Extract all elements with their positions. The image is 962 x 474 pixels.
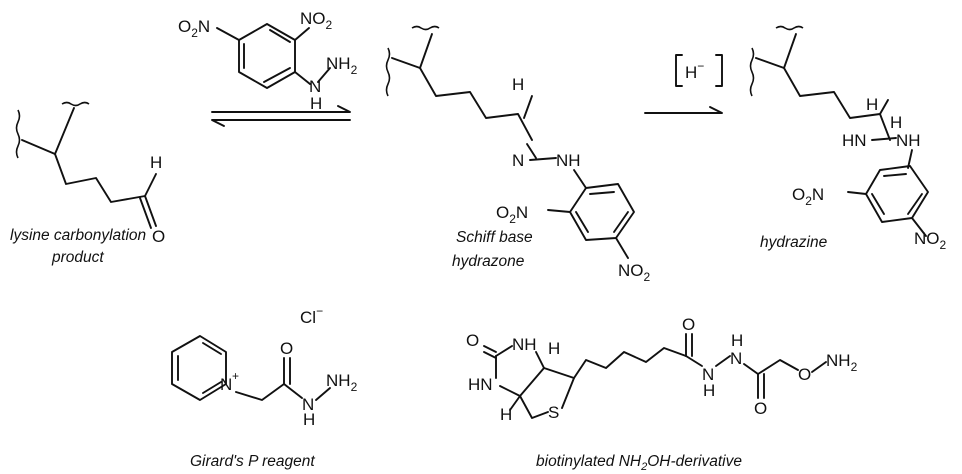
biotin-nh-2: N <box>730 349 742 368</box>
wavy-bond-top <box>61 101 90 107</box>
biotin-o-amide2: O <box>754 399 767 418</box>
biotin-o-urea: O <box>466 331 479 350</box>
girard-p-structure: N + O N H NH2 Cl− <box>171 304 358 429</box>
biotin-h-1: H <box>703 381 715 400</box>
biotin-hn: HN <box>468 375 493 394</box>
hydrazine-h1: H <box>866 95 878 114</box>
schiff-o2n: O2N <box>496 203 528 226</box>
hydrazine-hn: HN <box>842 131 867 150</box>
schiff-h: H <box>512 75 524 94</box>
girard-nh: N <box>302 395 314 414</box>
schiff-nh: NH <box>556 151 581 170</box>
hydrazine-no2: NO2 <box>914 229 947 252</box>
caption-schiff-line1: Schiff base <box>456 229 533 246</box>
biotin-h-2: H <box>731 331 743 350</box>
schiff-no2: NO2 <box>618 261 651 284</box>
hydride-label: H− <box>685 59 704 82</box>
caption-biotin: biotinylated NH2OH-derivative <box>536 453 742 473</box>
reagent-h: H <box>310 94 322 113</box>
schiff-n: N <box>512 151 524 170</box>
hydrazine-o2n: O2N <box>792 185 824 208</box>
caption-girard: Girard's P reagent <box>190 453 315 470</box>
biotin-nh2: NH2 <box>826 351 858 374</box>
biotin-nh-1: N <box>702 365 714 384</box>
hydrazine-nh: NH <box>896 131 921 150</box>
biotin-o-amide1: O <box>682 315 695 334</box>
biotin-h-top: H <box>548 339 560 358</box>
aldehyde-o: O <box>152 227 165 246</box>
reagent-n: N <box>309 77 321 96</box>
reagent-no2: NO2 <box>300 9 333 32</box>
girard-nh2: NH2 <box>326 371 358 394</box>
reduction-arrow: H− <box>644 54 723 114</box>
biotin-o-ether: O <box>798 365 811 384</box>
equilibrium-arrows <box>211 105 351 127</box>
dnph-reagent-structure: O2N NO2 N H NH2 <box>178 9 358 113</box>
caption-lysine-line1: lysine carbonylation <box>10 227 146 244</box>
reagent-nh2: NH2 <box>326 54 358 77</box>
biotin-structure: O NH HN H H S O N H N H O O NH2 <box>466 315 858 424</box>
caption-schiff-line2: hydrazone <box>452 253 525 270</box>
wavy-bond-left <box>15 109 21 159</box>
aldehyde-h: H <box>150 153 162 172</box>
girard-o: O <box>280 339 293 358</box>
biotin-nh-top: NH <box>512 335 537 354</box>
hydrazine-h2: H <box>890 113 902 132</box>
girard-plus: + <box>232 369 239 383</box>
schiff-base-structure: H N NH O2N NO2 <box>385 25 651 284</box>
girard-h: H <box>303 410 315 429</box>
biotin-s: S <box>548 403 559 422</box>
girard-chloride: Cl− <box>300 304 323 327</box>
reagent-o2n: O2N <box>178 17 210 40</box>
caption-hydrazine: hydrazine <box>760 234 828 251</box>
lysine-carbonylation-structure: H O <box>15 101 165 246</box>
caption-lysine-line2: product <box>51 249 104 266</box>
hydrazine-structure: H H HN NH O2N NO2 <box>749 25 947 252</box>
girard-n: N <box>220 375 232 394</box>
